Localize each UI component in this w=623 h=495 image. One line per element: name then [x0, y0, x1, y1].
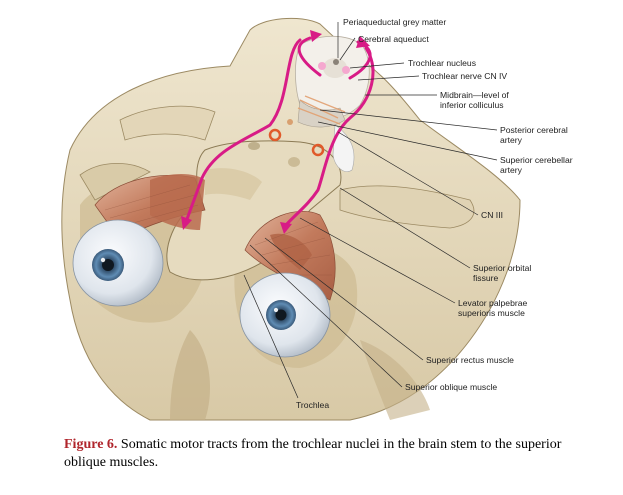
labels: Periaqueductal grey matter Cerebral aque…	[296, 17, 573, 410]
label-leader-lines	[243, 22, 498, 399]
label-sof-line2: fissure	[473, 273, 499, 283]
arrowhead-icon	[181, 216, 192, 230]
midbrain	[268, 35, 370, 172]
label-superior-oblique: Superior oblique muscle	[405, 382, 497, 392]
sphenoid-bone	[166, 140, 342, 281]
label-periaqueductal: Periaqueductal grey matter	[343, 17, 446, 27]
cerebral-aqueduct-mark	[333, 59, 339, 65]
label-superior-cerebellar-line1: Superior cerebellar	[500, 155, 573, 165]
label-sof-line1: Superior orbital	[473, 263, 531, 273]
figure-number: Figure 6.	[64, 437, 118, 452]
figure-caption: Figure 6. Somatic motor tracts from the …	[64, 436, 604, 472]
artery-ring	[268, 128, 282, 142]
label-levator-line1: Levator palpebrae	[458, 298, 527, 308]
label-levator-line2: superioris muscle	[458, 308, 525, 318]
tract-arrowheads	[181, 30, 370, 234]
left-eye	[72, 219, 164, 307]
artery-ring	[311, 143, 325, 157]
label-superior-cerebellar-line2: artery	[500, 165, 523, 175]
anatomy-illustration: Periaqueductal grey matter Cerebral aque…	[61, 17, 573, 421]
arrowhead-icon	[310, 30, 322, 42]
right-eye	[239, 272, 331, 358]
label-midbrain-line2: inferior colliculus	[440, 100, 504, 110]
trochlear-tracts	[184, 36, 375, 228]
label-posterior-cerebral-line1: Posterior cerebral	[500, 125, 568, 135]
label-posterior-cerebral-line2: artery	[500, 135, 523, 145]
caption-text: Somatic motor tracts from the trochlear …	[64, 437, 562, 470]
label-trochlear-nerve: Trochlear nerve CN IV	[422, 71, 507, 81]
label-trochlear-nucleus: Trochlear nucleus	[408, 58, 476, 68]
label-cn3: CN III	[481, 210, 503, 220]
trochlear-nucleus-left	[318, 62, 326, 70]
label-superior-rectus: Superior rectus muscle	[426, 355, 514, 365]
arrowhead-icon	[356, 36, 370, 48]
arrowhead-icon	[280, 222, 292, 234]
label-cerebral-aqueduct: Cerebral aqueduct	[358, 34, 429, 44]
label-midbrain-line1: Midbrain—level of	[440, 90, 509, 100]
trochlear-nucleus-right	[342, 66, 350, 74]
label-trochlea: Trochlea	[296, 400, 329, 410]
